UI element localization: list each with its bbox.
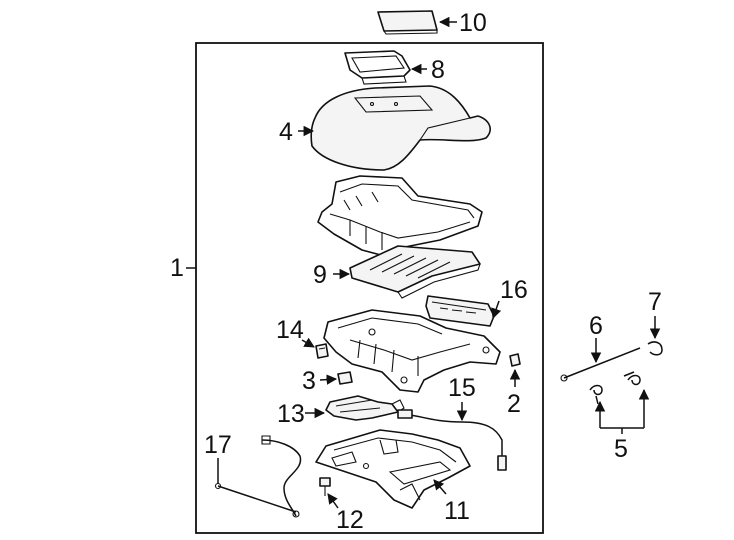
- part-2-nut: [509, 353, 521, 367]
- callout-14-leader: [301, 337, 315, 348]
- part-7-clip: [647, 341, 663, 356]
- callout-11-leader: [433, 479, 447, 495]
- callout-11: 11: [444, 497, 470, 525]
- callout-5: 5: [614, 435, 628, 463]
- callout-2: 2: [507, 390, 521, 418]
- part-5-springs: [589, 371, 641, 405]
- part-9-insert: [349, 245, 481, 299]
- part-16-module: [425, 295, 495, 327]
- callout-7: 7: [648, 288, 662, 316]
- callout-3-leader: [319, 374, 338, 385]
- part-10-lid-pad: [377, 10, 438, 35]
- part-8-storage-tray: [344, 50, 411, 85]
- assembly-frame: [195, 42, 544, 534]
- callout-13: 13: [277, 400, 305, 428]
- callout-15: 15: [448, 374, 476, 402]
- part-12-screw: [319, 477, 331, 496]
- callout-6: 6: [589, 312, 603, 340]
- part-13-latch: [325, 395, 405, 421]
- callout-16: 16: [500, 276, 528, 304]
- callout-3: 3: [302, 367, 316, 395]
- lower-base-frame: [323, 309, 501, 393]
- callout-12: 12: [336, 506, 364, 534]
- callout-17: 17: [204, 431, 232, 459]
- part-14-clip: [315, 343, 329, 359]
- part-6-hinge-pin: [560, 347, 641, 382]
- upper-housing: [317, 175, 483, 259]
- callout-10: 10: [459, 9, 487, 37]
- part-3-block: [337, 371, 353, 385]
- callout-8: 8: [431, 56, 445, 84]
- part-17-harness: [214, 435, 302, 518]
- callout-1: 1: [170, 254, 184, 282]
- callout-12-leader: [327, 493, 339, 509]
- callout-9: 9: [313, 261, 327, 289]
- callout-16-leader: [491, 300, 502, 319]
- part-4-armrest-lid: [310, 85, 491, 171]
- callout-14: 14: [276, 316, 304, 344]
- part-11-bottom-tray: [315, 429, 471, 509]
- part-15-cable: [397, 409, 507, 471]
- callout-4: 4: [279, 118, 293, 146]
